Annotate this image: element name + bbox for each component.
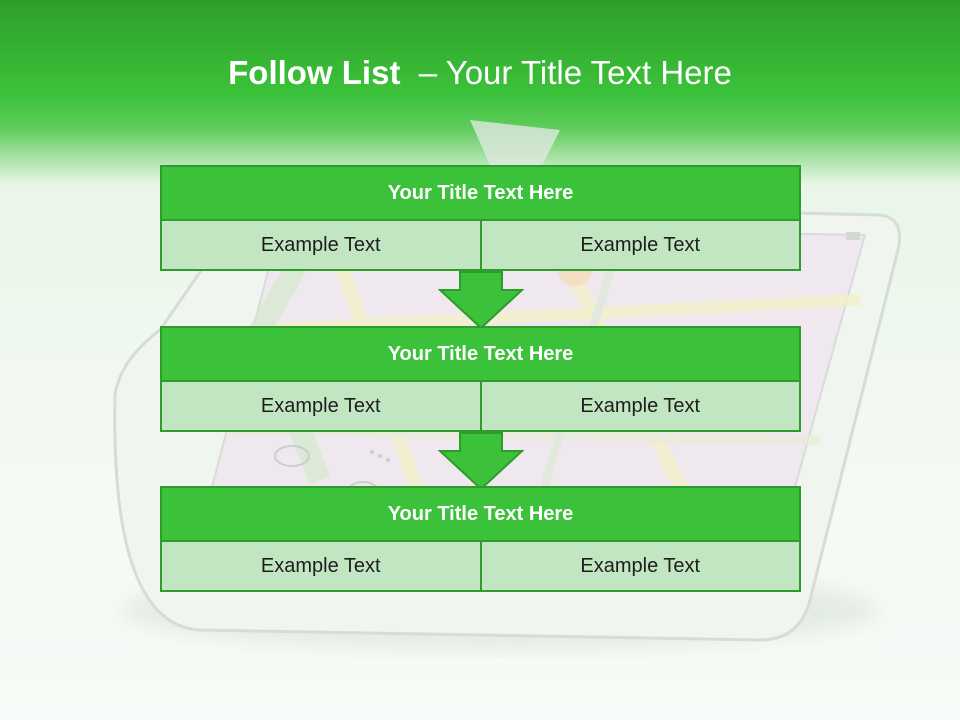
block-row: Example Text Example Text (160, 221, 801, 271)
block-row: Example Text Example Text (160, 542, 801, 592)
slide-title: Follow List – Your Title Text Here (0, 54, 960, 92)
list-block-3: Your Title Text Here Example Text Exampl… (160, 486, 801, 592)
block-title: Your Title Text Here (160, 165, 801, 221)
slide-title-bold: Follow List (228, 54, 401, 91)
block-cell-right: Example Text (479, 382, 799, 430)
list-block-2: Your Title Text Here Example Text Exampl… (160, 326, 801, 432)
down-arrow-icon (438, 432, 524, 491)
block-cell-left: Example Text (162, 542, 480, 590)
down-arrow-icon (438, 271, 524, 330)
block-cell-right: Example Text (479, 542, 799, 590)
block-title: Your Title Text Here (160, 326, 801, 382)
slide-title-rest: – Your Title Text Here (400, 54, 732, 91)
block-cell-right: Example Text (479, 221, 799, 269)
block-cell-left: Example Text (162, 221, 480, 269)
block-row: Example Text Example Text (160, 382, 801, 432)
block-cell-left: Example Text (162, 382, 480, 430)
block-title: Your Title Text Here (160, 486, 801, 542)
list-block-1: Your Title Text Here Example Text Exampl… (160, 165, 801, 271)
